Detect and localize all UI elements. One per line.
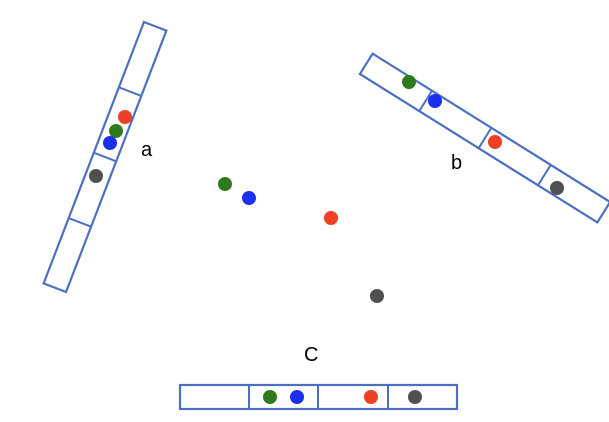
strip-a	[42, 20, 168, 294]
strip-b-divider-2	[477, 127, 493, 149]
strip-a-divider-2	[93, 151, 117, 163]
strip-b-box	[358, 52, 609, 224]
strip-c-dot-gray	[408, 390, 422, 404]
point-green	[218, 177, 232, 191]
point-blue	[242, 191, 256, 205]
strip-a-dot-gray	[89, 169, 103, 183]
strip-b-divider-3	[537, 164, 552, 186]
strip-c-dot-blue	[290, 390, 304, 404]
point-red	[324, 211, 338, 225]
strip-b-dot-gray	[550, 181, 564, 195]
strip-a-dot-green	[109, 124, 123, 138]
label-a: a	[141, 139, 153, 161]
strip-b-dot-green	[402, 75, 416, 89]
strip-b-dot-blue	[428, 94, 442, 108]
strip-c-dot-red	[364, 390, 378, 404]
strip-a-divider-1	[68, 217, 92, 228]
strip-c-dot-green	[263, 390, 277, 404]
label-c: C	[304, 344, 318, 366]
strip-b	[358, 52, 609, 224]
strip-a-divider-3	[118, 86, 142, 97]
strip-a-dot-red	[118, 110, 132, 124]
strip-b-divider-1	[418, 90, 433, 112]
label-b: b	[451, 152, 462, 174]
strip-b-dot-red	[488, 135, 502, 149]
strip-c	[178, 383, 459, 411]
point-gray	[370, 289, 384, 303]
strip-a-dot-blue	[103, 136, 117, 150]
